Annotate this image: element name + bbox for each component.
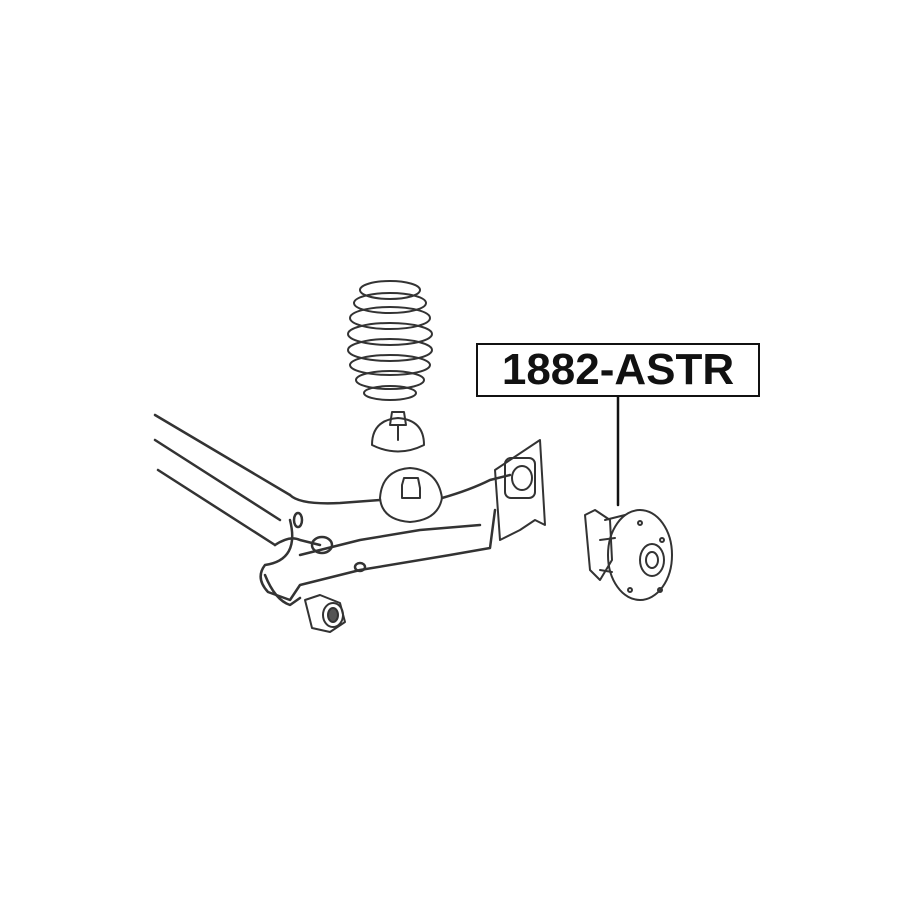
spring-seat-upper [371, 411, 425, 453]
axle-beam [153, 413, 512, 607]
mounting-bracket [494, 439, 546, 541]
part-number-text: 1882-ASTR [501, 345, 735, 394]
coil-spring [347, 280, 433, 401]
spring-seat-lower [379, 467, 443, 523]
bushing [304, 594, 346, 633]
part-number-label: 1882-ASTR [476, 343, 760, 397]
wheel-hub-bearing [584, 509, 673, 601]
